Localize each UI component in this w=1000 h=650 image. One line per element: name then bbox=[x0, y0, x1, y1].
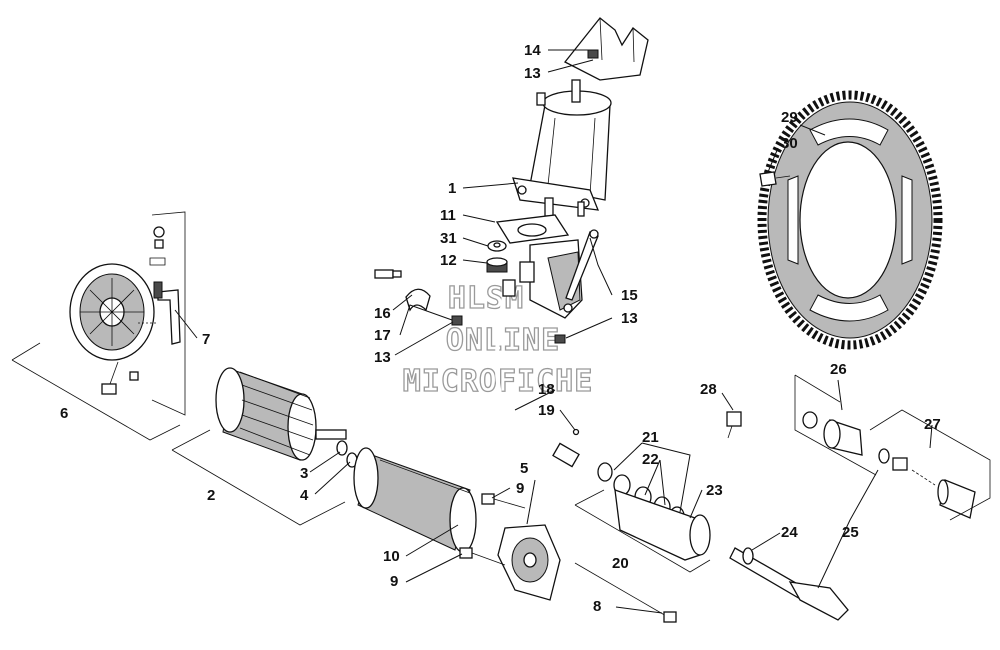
callout-18: 18 bbox=[538, 381, 555, 398]
callout-8: 8 bbox=[593, 598, 601, 615]
callout-11: 11 bbox=[440, 207, 456, 224]
callout-6: 6 bbox=[60, 405, 68, 422]
housing-bolt bbox=[726, 411, 742, 439]
callout-30: 30 bbox=[781, 135, 798, 152]
callout-23: 23 bbox=[706, 482, 723, 499]
callout-19: 19 bbox=[538, 402, 555, 419]
callout-27: 27 bbox=[924, 416, 941, 433]
callout-24: 24 bbox=[781, 524, 798, 541]
callout-3: 3 bbox=[300, 465, 308, 482]
callout-16: 16 bbox=[374, 305, 391, 322]
starter-motor bbox=[512, 79, 612, 217]
callout-20: 20 bbox=[612, 555, 629, 572]
callout-12: 12 bbox=[440, 252, 457, 269]
through-bolt bbox=[574, 562, 677, 623]
callout-13-top: 13 bbox=[524, 65, 541, 82]
callout-21: 21 bbox=[642, 429, 659, 446]
armature bbox=[215, 367, 347, 461]
reduction-housing bbox=[597, 462, 711, 561]
washer-nut-stack bbox=[486, 240, 508, 273]
pinion-shaft bbox=[729, 547, 849, 621]
screw-upper bbox=[481, 493, 526, 509]
callout-10: 10 bbox=[383, 548, 400, 565]
mount-housing bbox=[495, 214, 599, 319]
ring-gear bbox=[757, 90, 943, 350]
ring-gear-bolt bbox=[759, 171, 791, 187]
callout-29: 29 bbox=[781, 109, 798, 126]
clamp-assembly bbox=[374, 269, 566, 344]
callout-9-lower: 9 bbox=[390, 573, 398, 590]
callout-7: 7 bbox=[202, 331, 210, 348]
end-cap-assembly bbox=[69, 226, 181, 395]
callout-4: 4 bbox=[300, 487, 309, 504]
callout-labels: 14 13 1 11 31 12 15 13 16 17 13 7 6 3 4 … bbox=[60, 42, 941, 615]
callout-25: 25 bbox=[842, 524, 859, 541]
end-cover bbox=[497, 524, 561, 601]
callout-13-left: 13 bbox=[374, 349, 391, 366]
bendix-group bbox=[802, 411, 976, 519]
callout-2: 2 bbox=[207, 487, 215, 504]
mounting-bracket bbox=[563, 17, 649, 81]
callout-31: 31 bbox=[440, 230, 457, 247]
callout-13-right: 13 bbox=[621, 310, 638, 327]
washers-3-4 bbox=[336, 440, 358, 468]
callout-17: 17 bbox=[374, 327, 391, 344]
callout-15: 15 bbox=[621, 287, 638, 304]
group-lines bbox=[11, 342, 991, 573]
leader-lines bbox=[174, 49, 933, 614]
assembly-bracket-line bbox=[151, 211, 186, 416]
screw-lower bbox=[459, 547, 506, 566]
callout-9-upper: 9 bbox=[516, 480, 524, 497]
watermark-line-2: ONLINE bbox=[446, 323, 560, 358]
callout-28: 28 bbox=[700, 381, 717, 398]
callout-1: 1 bbox=[448, 180, 456, 197]
yoke-housing bbox=[353, 447, 477, 553]
callout-14: 14 bbox=[524, 42, 541, 59]
starter-cable bbox=[494, 279, 580, 468]
callout-22: 22 bbox=[642, 451, 659, 468]
callout-5: 5 bbox=[520, 460, 528, 477]
callout-26: 26 bbox=[830, 361, 847, 378]
